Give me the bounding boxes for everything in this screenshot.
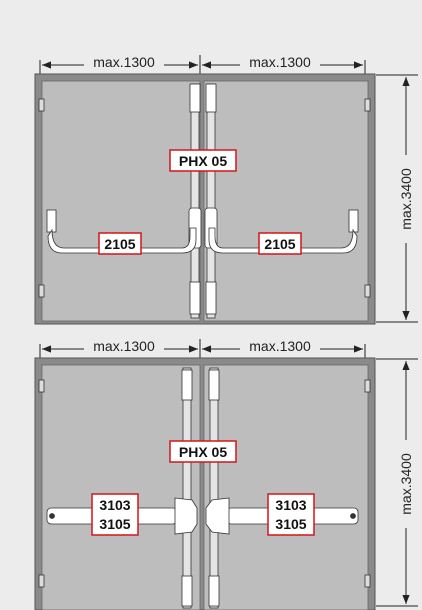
dimension-width-left-label: max.1300 [93,54,155,70]
label-phx-bottom: PHX 05 [169,440,237,463]
door-leaf-right-2 [203,364,369,610]
svg-text:PHX 05: PHX 05 [179,444,227,460]
svg-text:3105: 3105 [275,516,306,532]
vertical-rods-2 [181,367,220,609]
door-leaf-left-2 [41,364,201,610]
label-phx-top: PHX 05 [169,149,237,172]
svg-text:2105: 2105 [264,236,295,252]
svg-text:3105: 3105 [99,516,130,532]
door-assembly-top: max.1300 max.1300 max.3400 [34,54,418,325]
label-2105-left: 2105 [98,232,142,255]
dimension-height-label-2: max.3400 [398,453,414,515]
label-3103-3105-left: 3103 3105 [91,493,139,536]
width-dimension-right-2: max.1300 [202,338,366,358]
height-dimension: max.3400 [376,74,418,323]
hinges [38,98,371,298]
svg-text:PHX 05: PHX 05 [179,153,227,169]
dimension-width-right-label-2: max.1300 [249,338,311,354]
label-2105-right: 2105 [258,232,302,255]
width-dimension-right: max.1300 [202,54,366,74]
svg-text:3103: 3103 [99,497,130,513]
svg-text:2105: 2105 [104,236,135,252]
width-dimension-left-2: max.1300 [39,338,201,360]
door-leaf-right [203,80,369,322]
hinges-2 [38,379,371,588]
label-3103-3105-right: 3103 3105 [267,493,315,536]
door-leaf-left [41,80,201,322]
width-dimension-left: max.1300 [39,54,201,76]
dimension-width-left-label-2: max.1300 [93,338,155,354]
svg-text:3103: 3103 [275,497,306,513]
height-dimension-2: max.3400 [376,358,418,607]
dimension-height-label: max.3400 [398,168,414,230]
door-assembly-bottom: max.1300 max.1300 max.3400 [34,338,418,610]
dimension-width-right-label: max.1300 [249,54,311,70]
